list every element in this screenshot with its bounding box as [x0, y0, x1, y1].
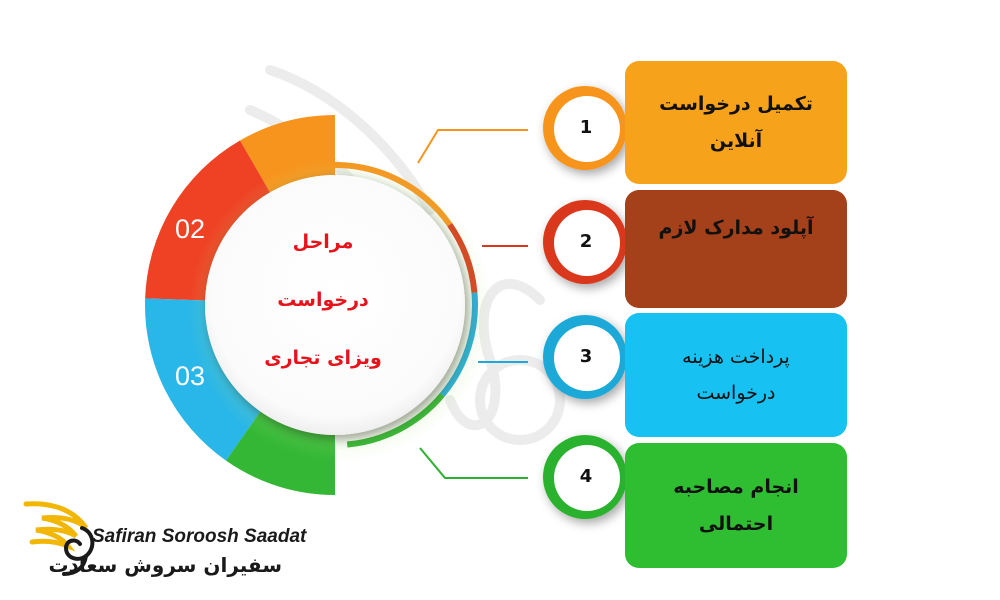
logo-persian-text: سفیران سروش سعادت — [48, 553, 283, 577]
step-number-1: 1 — [579, 117, 593, 138]
segment-label-04: 04 — [174, 461, 206, 491]
step-box-4: انجام مصاحبه احتمالی — [625, 443, 847, 568]
logo-latin-text: Safiran Soroosh Saadat — [92, 526, 307, 547]
step-markers — [543, 86, 627, 519]
step-marker-2 — [543, 200, 627, 284]
step-marker-4 — [543, 435, 627, 519]
step-number-2: 2 — [579, 231, 593, 252]
center-title: مراحل درخواست ویزای تجاری — [258, 222, 388, 396]
outer-ring-segment-2 — [145, 140, 270, 301]
connector-line-4 — [419, 447, 528, 479]
step-4-text-line-1: انجام مصاحبه — [673, 476, 799, 499]
outer-ring-segment-3 — [144, 298, 261, 461]
step-box-2: آپلود مدارک لازم — [625, 190, 847, 308]
center-title-line-2: درخواست — [277, 289, 369, 311]
step-1-text-line-2: آنلاین — [709, 129, 763, 152]
center-title-line-3: ویزای تجاری — [264, 347, 382, 369]
segment-label-02: 02 — [174, 214, 206, 244]
center-title-line-1: مراحل — [292, 231, 354, 253]
connector-line-1 — [417, 129, 528, 164]
step-1-text-line-1: تکمیل درخواست — [659, 93, 813, 116]
step-box-1: تکمیل درخواست آنلاین — [625, 61, 847, 184]
step-box-3: پرداخت هزینه درخواست — [625, 313, 847, 437]
center-circle — [205, 175, 465, 435]
step-2-text-line-1: آپلود مدارک لازم — [658, 217, 814, 239]
step-3-text-line-2: درخواست — [696, 382, 776, 404]
step-4-text-line-2: احتمالی — [698, 512, 774, 535]
swan-wing-logo-icon — [23, 501, 95, 576]
step-3-text-line-1: پرداخت هزینه — [682, 345, 790, 368]
step-marker-1 — [543, 86, 627, 170]
connector-lines — [417, 129, 528, 479]
segment-label-03: 03 — [174, 361, 206, 391]
step-number-3: 3 — [579, 346, 593, 367]
step-number-4: 4 — [579, 466, 593, 487]
step-marker-3 — [543, 315, 627, 399]
segment-label-01: 01 — [174, 117, 206, 147]
